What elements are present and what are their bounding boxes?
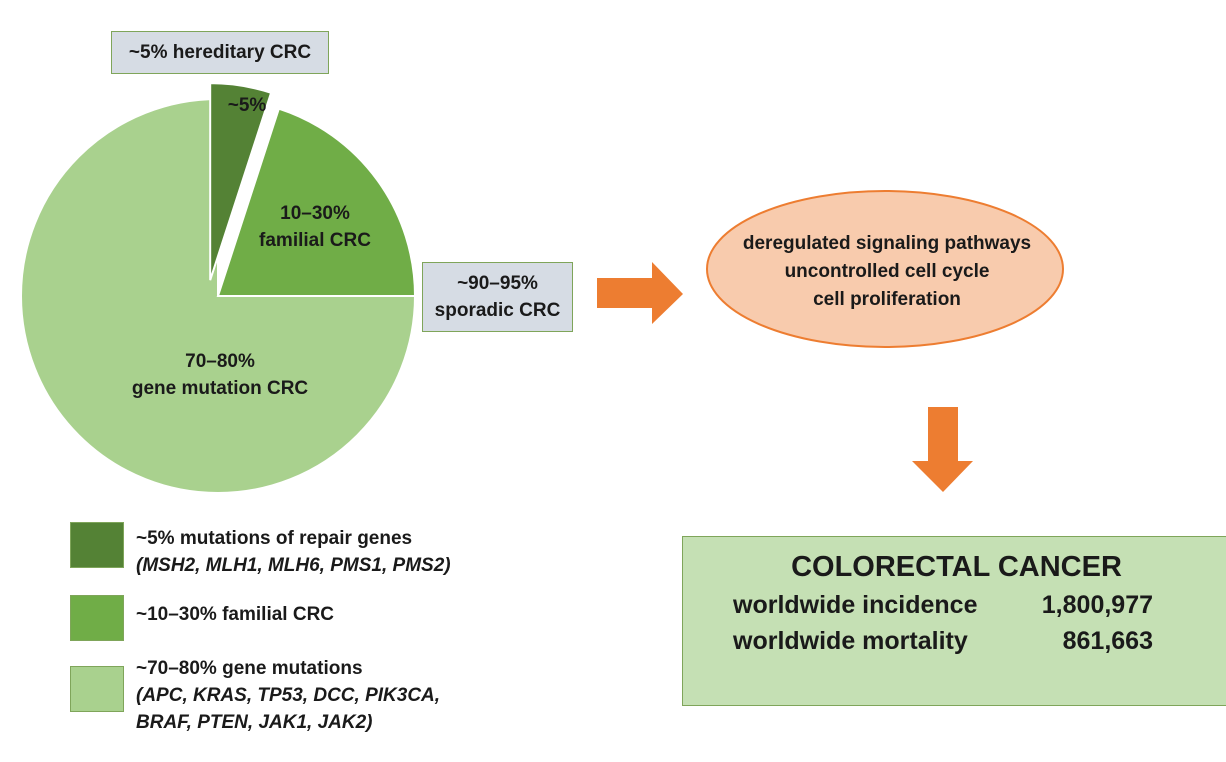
mortality-label: worldwide mortality [733, 627, 968, 655]
right-arrow-icon [597, 262, 683, 324]
ellipse-line-1: deregulated signaling pathways [742, 233, 1032, 254]
gene-mutation-slice [20, 97, 417, 494]
sporadic-callout-percent: ~90–95% [457, 273, 538, 294]
legend-familial-text: ~10–30% familial CRC [136, 604, 335, 625]
crc-title: COLORECTAL CANCER [791, 551, 1122, 583]
gene-mutation-slice-label-name: gene mutation CRC [131, 378, 309, 399]
down-arrow-icon [912, 407, 973, 492]
legend-hereditary-text: ~5% mutations of repair genes [136, 528, 413, 549]
incidence-label: worldwide incidence [733, 591, 978, 619]
legend-swatch-gene-mutation [70, 666, 124, 712]
incidence-value: 1,800,977 [1041, 591, 1153, 619]
legend-swatch-hereditary [70, 522, 124, 568]
ellipse-line-3: cell proliferation [813, 289, 961, 310]
legend-hereditary-genes: (MSH2, MLH1, MLH6, PMS1, PMS2) [136, 555, 451, 576]
gene-mutation-slice-label-percent: 70–80% [185, 351, 255, 372]
familial-slice-label: 10–30% familial CRC [240, 200, 390, 254]
process-ellipse [706, 190, 1064, 348]
sporadic-callout-name: sporadic CRC [434, 300, 561, 321]
sporadic-callout: ~90–95% sporadic CRC [422, 262, 573, 332]
legend-item-gene-mutation: ~70–80% gene mutations (APC, KRAS, TP53,… [136, 655, 440, 736]
legend-gene-mutation-text: ~70–80% gene mutations [136, 658, 363, 679]
legend-swatch-familial [70, 595, 124, 641]
hereditary-callout-text: ~5% hereditary CRC [128, 41, 312, 63]
hereditary-callout: ~5% hereditary CRC [111, 31, 329, 74]
legend-item-familial: ~10–30% familial CRC [136, 601, 334, 628]
hereditary-slice-label: ~5% [227, 95, 267, 116]
legend-gene-mutation-genes-2: BRAF, PTEN, JAK1, JAK2) [136, 712, 373, 733]
legend-gene-mutation-genes-1: (APC, KRAS, TP53, DCC, PIK3CA, [136, 685, 441, 706]
familial-slice-label-name: familial CRC [259, 230, 371, 251]
familial-slice-label-percent: 10–30% [280, 203, 350, 224]
ellipse-line-2: uncontrolled cell cycle [784, 261, 990, 282]
familial-slice [216, 107, 417, 297]
gene-mutation-slice-label: 70–80% gene mutation CRC [100, 348, 340, 402]
ellipse-text: deregulated signaling pathways uncontrol… [712, 230, 1062, 314]
legend-item-hereditary: ~5% mutations of repair genes (MSH2, MLH… [136, 525, 451, 579]
hereditary-slice [209, 82, 273, 281]
mortality-value: 861,663 [1062, 627, 1153, 655]
colorectal-cancer-box: COLORECTAL CANCER worldwide incidence 1,… [682, 536, 1226, 706]
